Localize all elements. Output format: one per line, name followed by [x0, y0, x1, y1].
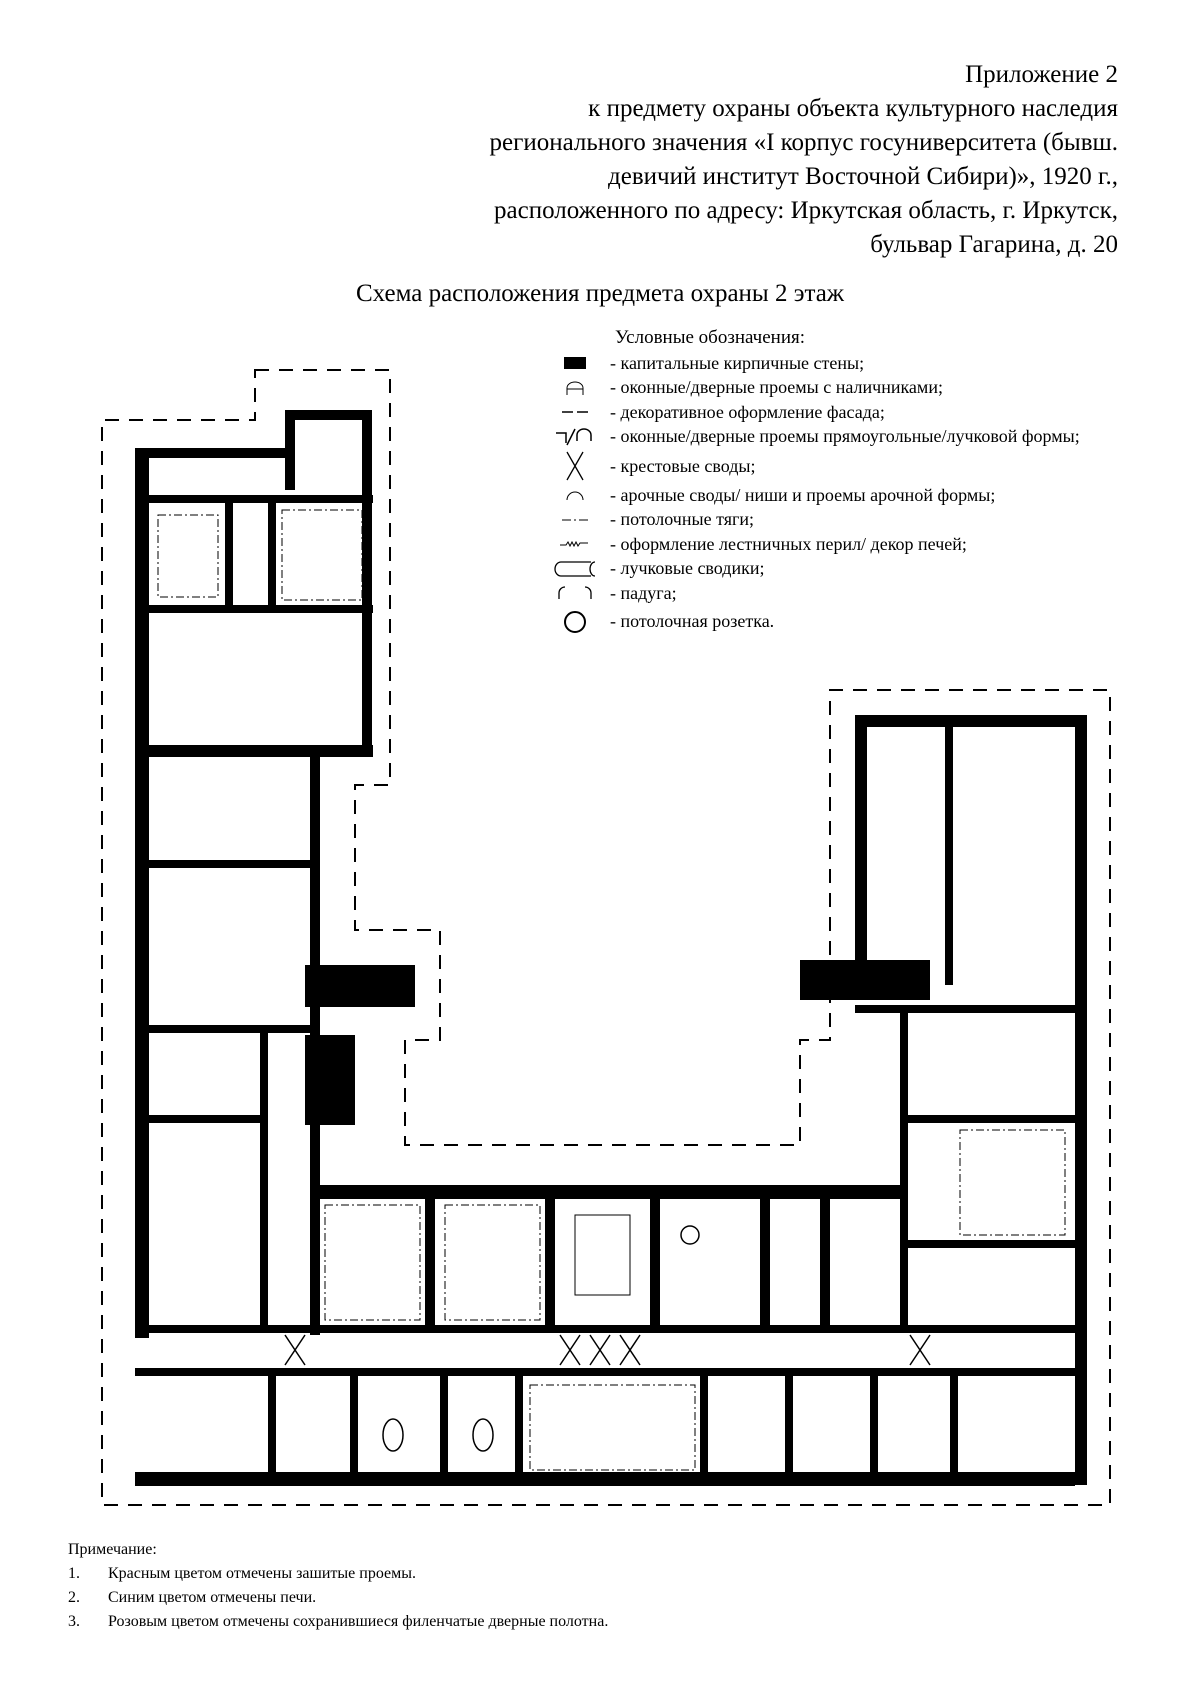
legend: Условные обозначения: - капитальные кирп…	[540, 325, 1080, 638]
note-item: 2.Синим цветом отмечены печи.	[68, 1589, 317, 1606]
cross-vaults	[284, 1334, 931, 1366]
walls	[135, 410, 1087, 1486]
note-item: 1.Красным цветом отмечены зашитые проемы…	[68, 1565, 416, 1582]
arch-icon	[540, 489, 610, 501]
legend-item: - потолочные тяги;	[540, 508, 1080, 533]
rect-arch-opening-icon	[540, 427, 610, 447]
notes: Примечание: 1.Красным цветом отмечены за…	[68, 1538, 608, 1634]
dash-dot-line-icon	[540, 517, 610, 523]
legend-item: - лучковые сводики;	[540, 557, 1080, 582]
header-line: девичий институт Восточной Сибири)», 192…	[608, 163, 1118, 190]
header-line: бульвар Гагарина, д. 20	[870, 231, 1118, 258]
zigzag-icon	[540, 540, 610, 548]
header-line: Приложение 2	[965, 61, 1118, 88]
ceiling-rosette-icon	[540, 610, 610, 634]
header-line: регионального значения «I корпус госунив…	[489, 129, 1118, 156]
legend-heading: Условные обозначения:	[615, 327, 806, 348]
appendix-header: Приложение 2 к предмету охраны объекта к…	[489, 58, 1118, 262]
ceiling-moldings	[157, 509, 1066, 1471]
legend-item: - декоративное оформление фасада;	[540, 400, 1080, 425]
solid-wall-icon	[540, 357, 610, 370]
legend-item: - падуга;	[540, 581, 1080, 606]
stairs	[319, 974, 921, 1296]
header-line: к предмету охраны объекта культурного на…	[588, 95, 1118, 122]
legend-item: - потолочная розетка.	[540, 606, 1080, 638]
segmental-vault-icon	[540, 560, 610, 578]
ceiling-rosettes	[382, 1225, 700, 1452]
facade-outline	[101, 369, 1111, 1506]
legend-item: - оформление лестничных перил/ декор печ…	[540, 532, 1080, 557]
paduga-icon	[540, 585, 610, 601]
framed-opening-icon	[540, 380, 610, 396]
legend-item: - арочные своды/ ниши и проемы арочной ф…	[540, 483, 1080, 508]
legend-item: - капитальные кирпичные стены;	[540, 351, 1080, 376]
note-item: 3.Розовым цветом отмечены сохранившиеся …	[68, 1613, 609, 1630]
legend-item: - оконные/дверные проемы с наличниками;	[540, 376, 1080, 401]
legend-item: - оконные/дверные проемы прямоугольные/л…	[540, 425, 1080, 450]
header-line: расположенного по адресу: Иркутская обла…	[494, 197, 1118, 224]
dashed-line-icon	[540, 409, 610, 415]
cross-vault-icon	[540, 451, 610, 481]
notes-heading: Примечание:	[68, 1541, 157, 1558]
legend-item: - крестовые своды;	[540, 449, 1080, 483]
page-title: Схема расположения предмета охраны 2 эта…	[355, 280, 845, 307]
